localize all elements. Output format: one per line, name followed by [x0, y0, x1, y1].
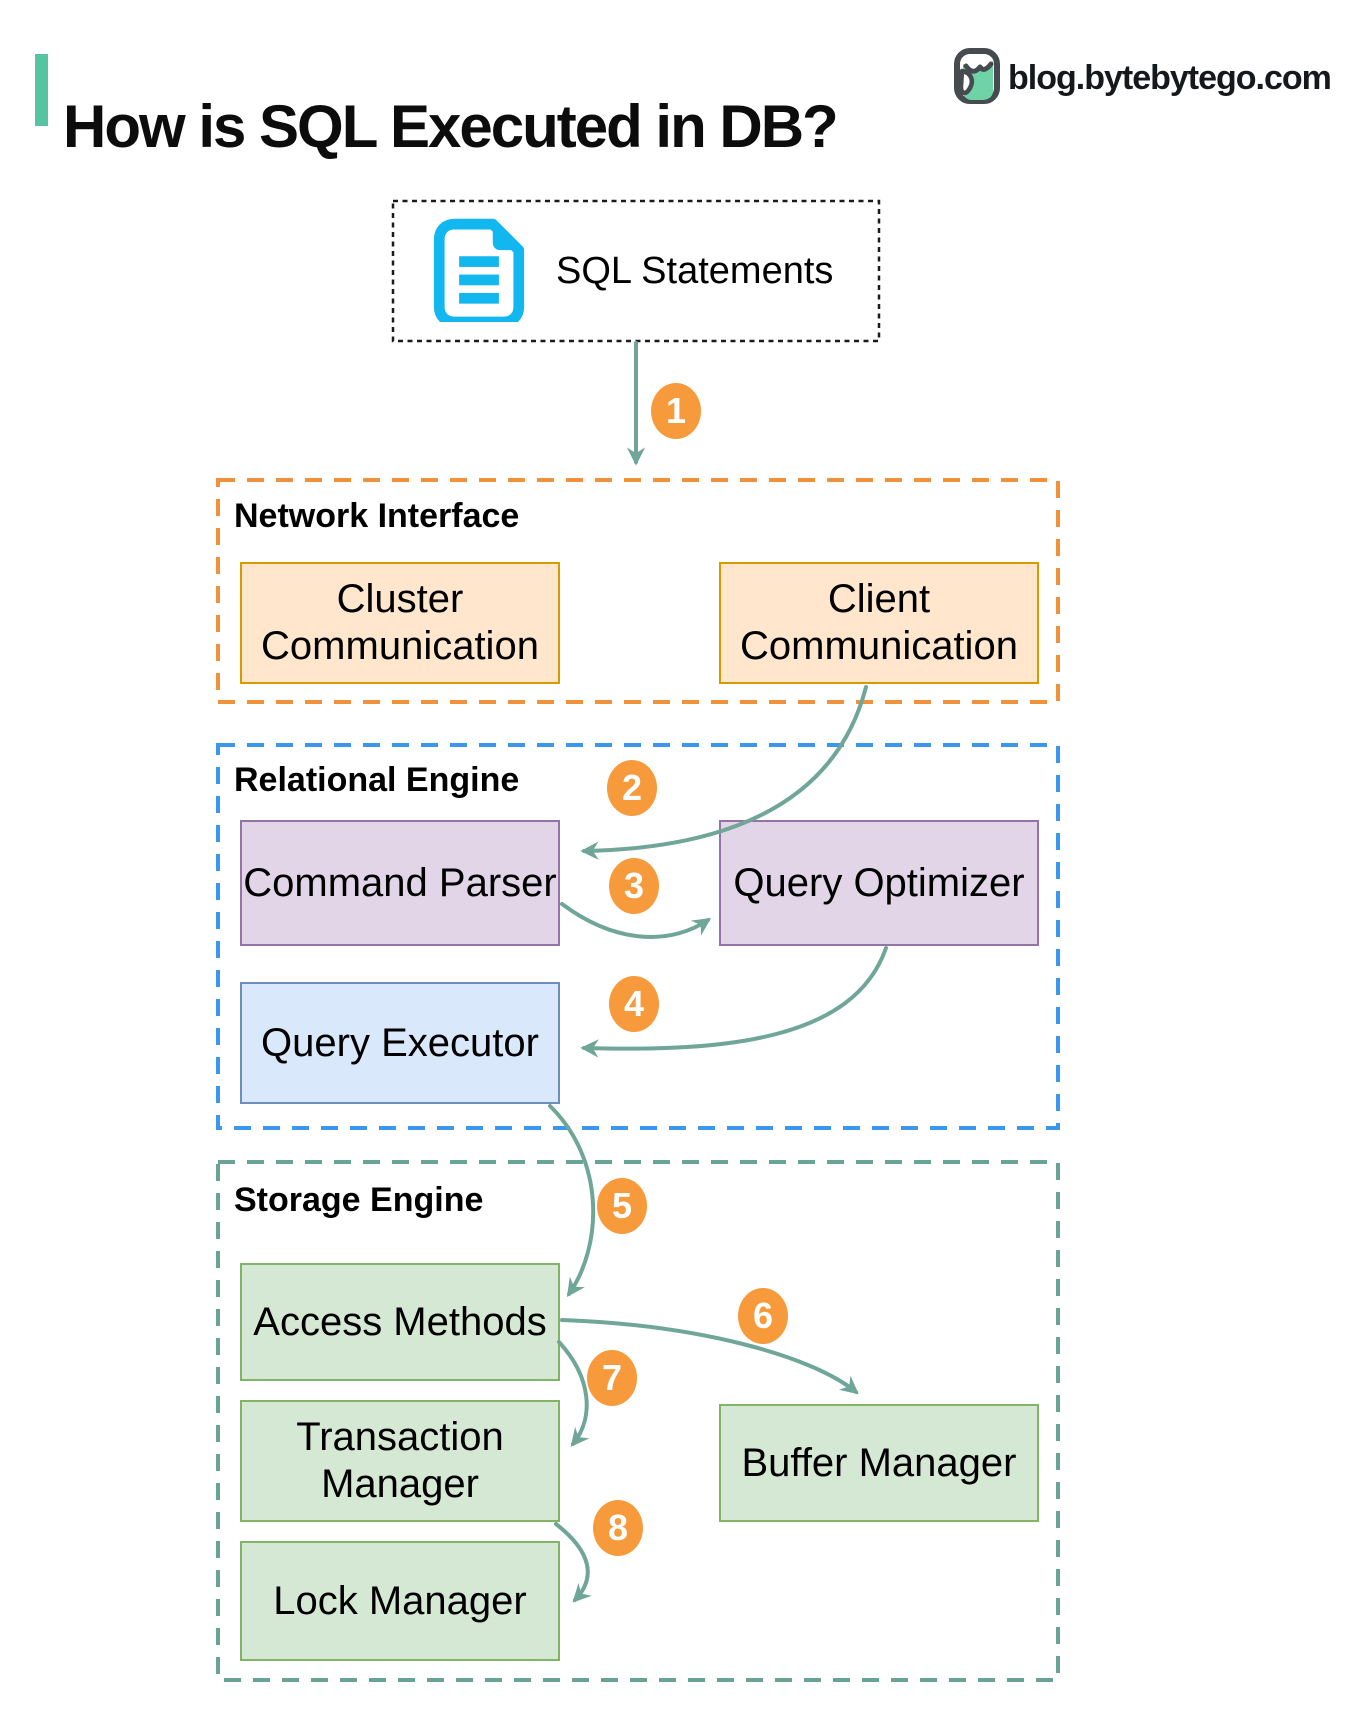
box-command-parser: Command Parser: [240, 820, 560, 946]
step-badge-2: 2: [607, 760, 657, 816]
page-title: How is SQL Executed in DB?: [63, 93, 839, 161]
step-badge-3: 3: [609, 858, 659, 914]
box-client-communication: Client Communication: [719, 562, 1039, 684]
sql-statements-label: SQL Statements: [556, 249, 834, 292]
step-badge-8: 8: [593, 1500, 643, 1556]
bytebytego-logo-icon: [954, 48, 1000, 104]
section-label-relational-engine: Relational Engine: [234, 761, 520, 799]
arrow-7-access-to-transaction: [557, 1340, 590, 1447]
brand: blog.bytebytego.com: [953, 47, 1332, 105]
step-badge-4: 4: [609, 976, 659, 1032]
step-badge-6: 6: [738, 1288, 788, 1344]
title-accent-bar: [35, 54, 48, 126]
box-transaction-manager: Transaction Manager: [240, 1400, 560, 1522]
step-badge-5: 5: [597, 1178, 647, 1234]
step-badge-1: 1: [651, 383, 701, 439]
step-badge-7: 7: [587, 1350, 637, 1406]
box-buffer-manager: Buffer Manager: [719, 1404, 1039, 1522]
brand-site-text: blog.bytebytego.com: [1008, 58, 1332, 97]
box-access-methods: Access Methods: [240, 1263, 560, 1381]
document-icon: [433, 218, 525, 322]
box-query-executor: Query Executor: [240, 982, 560, 1104]
box-query-optimizer: Query Optimizer: [719, 820, 1039, 946]
box-lock-manager: Lock Manager: [240, 1541, 560, 1661]
arrow-8-transaction-to-lock: [554, 1522, 592, 1603]
box-cluster-communication: Cluster Communication: [240, 562, 560, 684]
section-label-network-interface: Network Interface: [234, 497, 520, 535]
section-label-storage-engine: Storage Engine: [234, 1181, 484, 1219]
